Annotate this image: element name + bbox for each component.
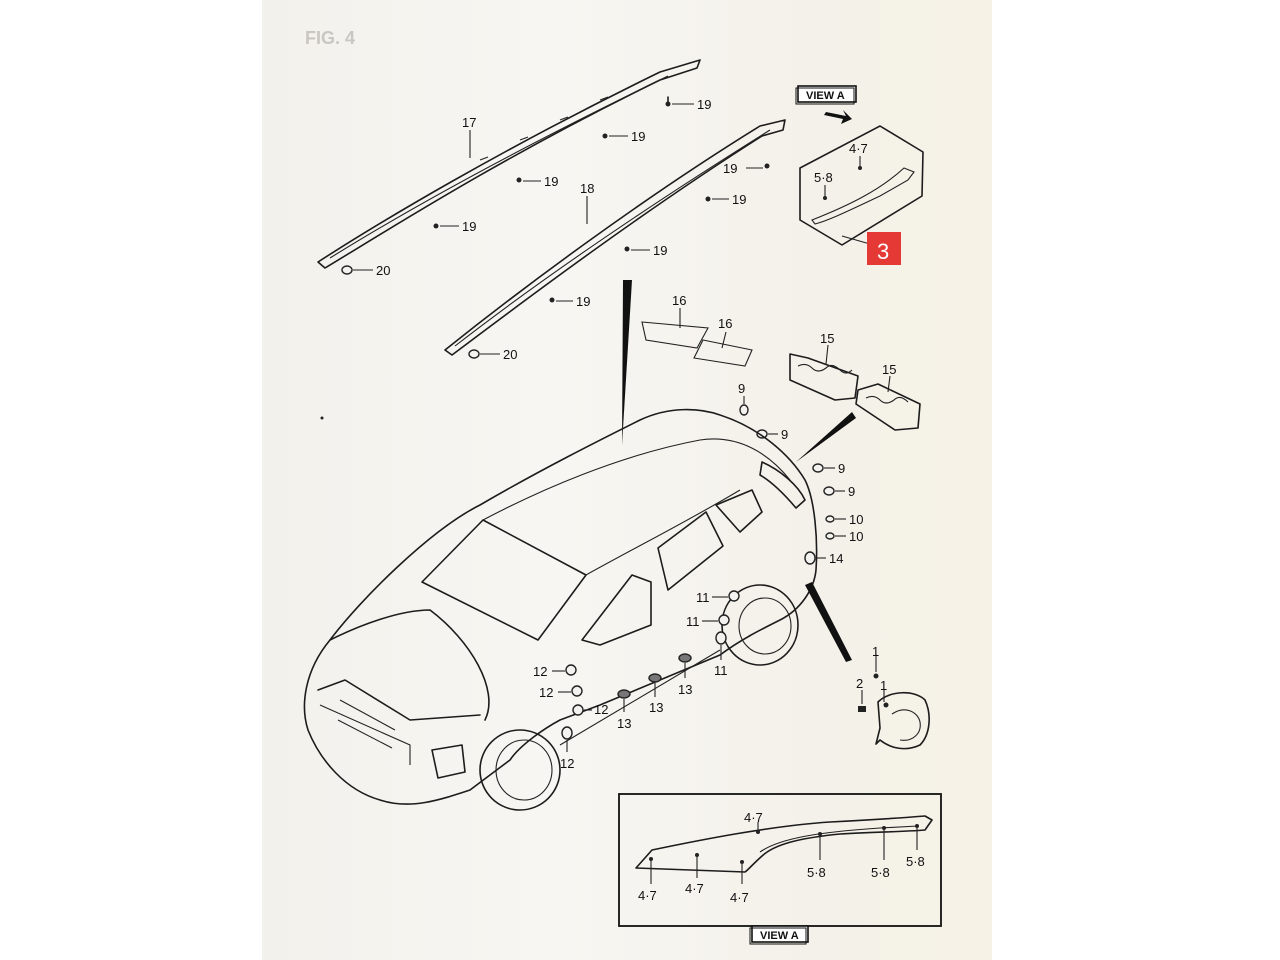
callout-1: 1: [872, 644, 879, 659]
plug-9-group: 9 9 9 9: [738, 381, 855, 499]
callout-19: 19: [462, 219, 476, 234]
callout-17: 17: [462, 115, 476, 130]
callout-10: 10: [849, 512, 863, 527]
callout-14: 14: [829, 551, 843, 566]
callout-11: 11: [696, 590, 710, 605]
callout-13: 13: [678, 682, 692, 697]
callout-16: 16: [718, 316, 732, 331]
callout-13: 13: [617, 716, 631, 731]
callout-19: 19: [723, 161, 737, 176]
callout-4-7: 4·7: [730, 890, 749, 905]
view-a-top: VIEW A 4·7 5·8: [795, 85, 924, 246]
callout-15: 15: [820, 331, 834, 346]
callout-1: 1: [880, 678, 887, 693]
callout-13: 13: [649, 700, 663, 715]
callout-19: 19: [732, 192, 746, 207]
callout-12: 12: [594, 702, 608, 717]
view-a-label-bottom: VIEW A: [760, 930, 799, 942]
fuel-lid: 1 1 2: [856, 644, 930, 750]
callout-19: 19: [631, 129, 645, 144]
highlight-part-number: 3: [877, 239, 889, 264]
figure-header: FIG. 4: [305, 28, 355, 48]
callout-4-7: 4·7: [849, 141, 868, 156]
callout-4-7: 4·7: [685, 881, 704, 896]
screw-19-group: 19 19 19 19 19 19 19 19: [433, 96, 770, 309]
view-a-label-top: VIEW A: [806, 90, 845, 102]
callout-19: 19: [544, 174, 558, 189]
tape-16: 16 16: [641, 293, 753, 367]
callout-19: 19: [697, 97, 711, 112]
pointer-fuel-lid: [805, 582, 852, 662]
fastener-14: 14: [804, 551, 843, 566]
callout-18: 18: [580, 181, 594, 196]
scanned-sheet: [262, 0, 992, 960]
emblem-15: 15 15: [789, 331, 921, 462]
callout-4-7: 4·7: [744, 810, 763, 825]
callout-10: 10: [849, 529, 863, 544]
fastener-13-group: 13 13 13: [617, 653, 692, 731]
clip-20-group: 20 20: [341, 263, 517, 362]
pointer-roof: [622, 280, 632, 445]
roof-rail-17: [317, 59, 701, 269]
callout-5-8: 5·8: [814, 170, 833, 185]
callout-4-7: 4·7: [638, 888, 657, 903]
callout-11: 11: [686, 614, 700, 629]
roof-rail-18: [444, 119, 786, 356]
callout-5-8: 5·8: [807, 865, 826, 880]
callout-12: 12: [539, 685, 553, 700]
suv-outline: [303, 408, 818, 811]
fastener-12-group: 12 12 12 12: [533, 664, 608, 771]
callout-20: 20: [503, 347, 517, 362]
callout-16: 16: [672, 293, 686, 308]
callout-12: 12: [560, 756, 574, 771]
callout-9: 9: [838, 461, 845, 476]
highlight-part-3: 3: [867, 232, 901, 265]
callout-15: 15: [882, 362, 896, 377]
callout-9: 9: [781, 427, 788, 442]
callout-19: 19: [576, 294, 590, 309]
callout-9: 9: [848, 484, 855, 499]
callout-5-8: 5·8: [906, 854, 925, 869]
fastener-11-group: 11 11 11: [686, 590, 740, 678]
callout-19: 19: [653, 243, 667, 258]
callout-9: 9: [738, 381, 745, 396]
plug-10-group: 10 10: [825, 512, 863, 544]
callout-20: 20: [376, 263, 390, 278]
callout-12: 12: [533, 664, 547, 679]
callout-5-8: 5·8: [871, 865, 890, 880]
callout-2: 2: [856, 676, 863, 691]
callout-11: 11: [714, 663, 728, 678]
view-a-detail: 4·7 4·7 4·7 4·7 5·8 5·8 5·8 VIEW A: [618, 793, 942, 945]
